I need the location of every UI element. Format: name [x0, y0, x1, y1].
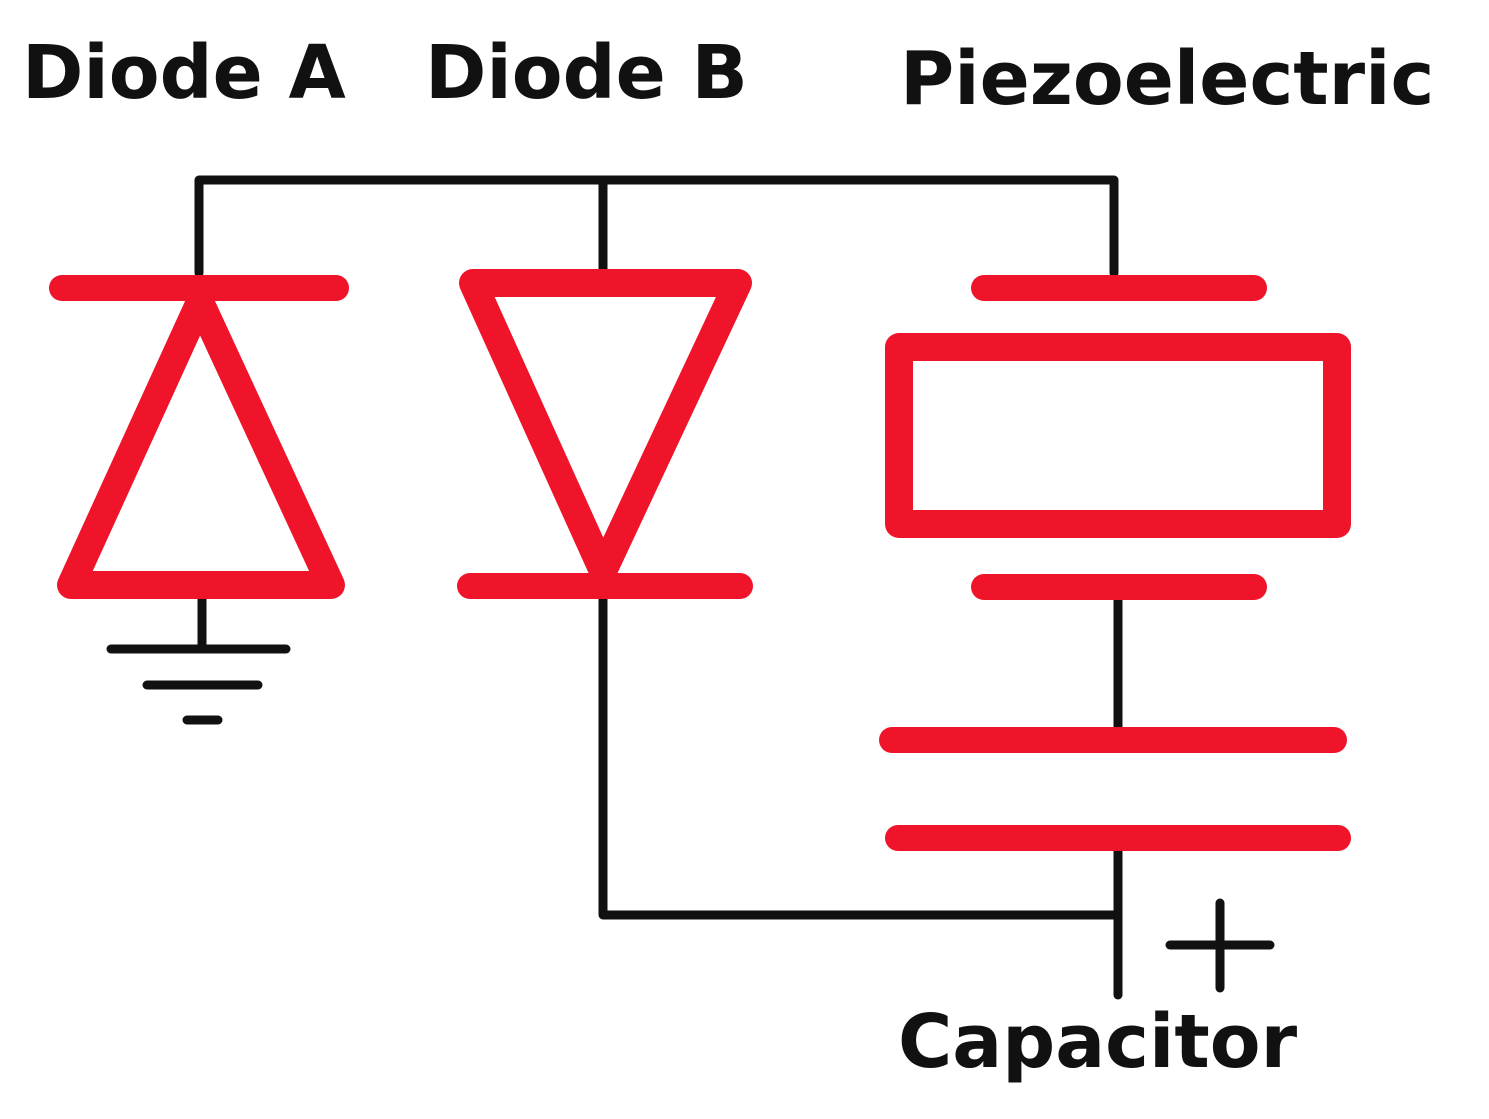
diode-a-triangle: [57, 288, 345, 599]
label-piezoelectric: Piezoelectric: [900, 36, 1434, 122]
diode-b-icon: [457, 269, 753, 599]
diode-a-icon: [49, 275, 349, 599]
top-wire: [194, 175, 1119, 278]
piezoelectric-icon: [885, 275, 1351, 600]
bottom-loop-wire: [598, 593, 1123, 920]
piezo-crystal: [885, 333, 1351, 538]
label-diode-b: Diode B: [425, 30, 748, 116]
ground-icon: [106, 644, 291, 725]
label-diode-a: Diode A: [22, 30, 346, 116]
label-capacitor: Capacitor: [898, 999, 1298, 1085]
capacitor-icon: [879, 727, 1351, 851]
plus-icon: +: [1165, 898, 1275, 993]
diode-b-triangle: [459, 269, 752, 585]
wires: [194, 175, 1123, 1000]
